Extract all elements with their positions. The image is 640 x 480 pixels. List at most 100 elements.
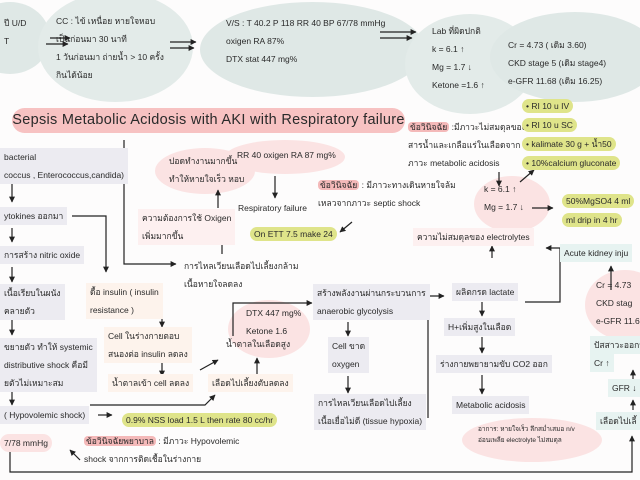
- renal-labs-line: CKD stage 5 (เดิม stage4): [508, 58, 607, 68]
- rx-mgso4-1-node: 50%MgSO4 4 ml: [562, 194, 635, 208]
- nss-order-line: 0.9% NSS load 1.5 L then rate 80 cc/hr: [126, 415, 274, 425]
- cell-insulin-node: Cell ในร่างกายตอบสนองต่อ insulin ลดลง: [104, 327, 192, 363]
- cr-up-line: Cr ↑: [594, 358, 610, 368]
- high-glucose-line: น้ำตาลในเลือดสูง: [226, 339, 291, 349]
- resp-muscle-flow-line: การไหลเวียนเลือดไปเลี้ยงกล้าม: [184, 261, 299, 271]
- urine-node: ปัสสาวะออกน้: [590, 336, 640, 354]
- k-mg-node: k = 6.1 ↑Mg = 1.7 ↓: [480, 180, 528, 216]
- arrow: [232, 300, 313, 336]
- vital-signs-node: V/S : T 40.2 P 118 RR 40 BP 67/78 mmHg ox…: [222, 14, 389, 68]
- rr-oxygen-line: RR 40 oxigen RA 87 mg%: [237, 150, 336, 160]
- nursing-dx-electrolyte-line: ภาวะ metabolic acidosis: [408, 158, 500, 168]
- rx-kalimate-line: • kalimate 30 g + น้ำ50: [526, 139, 612, 149]
- bacterial-node: bacterial coccus , Enterococcus,candida): [0, 148, 129, 184]
- nursing-dx-shock-node: ข้อวินิจฉัยพยาบาล : มีภาวะ Hypovolemic sh…: [80, 432, 243, 468]
- ett-order-node: On ETT 7.5 make 24: [250, 227, 337, 241]
- tissue-hypoxia-line: การไหลเวียนเลือดไปเลี้ยง: [318, 398, 412, 408]
- vital-signs-line: oxigen RA 87%: [226, 36, 285, 46]
- nursing-dx-shock-text: : มีภาวะ Hypovolemic: [155, 436, 240, 446]
- bacterial-line: coccus , Enterococcus,candida): [4, 170, 125, 180]
- rx-mgso4-1-line: 50%MgSO4 4 ml: [566, 196, 631, 206]
- anaerobic-line: anaerobic glycolysis: [317, 306, 394, 316]
- diagnosis-label: ข้อวินิจฉัยพยาบาล: [84, 436, 156, 446]
- history-line: T: [4, 36, 10, 46]
- aki-node: Acute kidney inju: [560, 244, 633, 262]
- nitric-oxide-line: การสร้าง nitric oxide: [4, 250, 81, 260]
- nss-order-node: 0.9% NSS load 1.5 L then rate 80 cc/hr: [122, 413, 278, 427]
- rr-bubble: [225, 140, 345, 174]
- cytokines-node: ytokines ออกมา: [0, 207, 68, 225]
- nursing-dx-resp-text: : มีภาวะทางเดินหายใจล้ม: [359, 180, 456, 190]
- rx-mgso4-2-node: ml drip in 4 hr: [562, 213, 622, 227]
- cell-hypoxia-line: oxygen: [332, 359, 360, 369]
- rr-oxygen-node: RR 40 oxigen RA 87 mg%: [233, 146, 340, 164]
- oxygen-demand-line: ความต้องการใช้ Oxigen: [142, 213, 232, 223]
- bp-line: 7/78 mmHg: [4, 438, 48, 448]
- abnormal-labs-line: Ketone =1.6 ↑: [432, 80, 485, 90]
- arrow: [90, 394, 216, 406]
- cc-bubble: [38, 0, 193, 102]
- lactate-node: ผลิตกรด lactate: [452, 283, 519, 301]
- cytokines-line: ytokines ออกมา: [4, 211, 64, 221]
- lung-work-line: ทำให้หายใจเร็ว หอบ: [169, 174, 245, 184]
- dtx-ketone-line: DTX 447 mg%: [246, 308, 302, 318]
- nitric-oxide-node: การสร้าง nitric oxide: [0, 246, 85, 264]
- dtx-bubble: [228, 300, 310, 358]
- ett-order-line: On ETT 7.5 make 24: [254, 229, 333, 239]
- cr-ckd-line: e-GFR 11.6: [596, 316, 640, 326]
- chief-complaint-line: เป็นก่อนมา 30 นาที: [56, 34, 127, 44]
- nursing-dx-shock-line: shock จากการติดเชื้อในร่างกาย: [84, 454, 202, 464]
- rx-kalimate-node: • kalimate 30 g + น้ำ50: [522, 137, 616, 151]
- renal-flow-line: เลือดไปเลี้: [600, 416, 637, 426]
- cr-ckd-line: Cr = 4.73: [596, 280, 632, 290]
- vs-bubble: [200, 2, 425, 97]
- nursing-dx-electrolyte-line: สารน้ำและเกลือแร่ในเลือดจาก: [408, 140, 521, 150]
- bacterial-line: bacterial: [4, 152, 37, 162]
- aki-line: Acute kidney inju: [564, 248, 629, 258]
- smooth-muscle-line: คลายตัว: [4, 306, 35, 316]
- distributive-shock-line: ขยายตัว ทำให้ systemic: [4, 342, 93, 352]
- rx-calcium-node: • 10%calcium gluconate: [522, 156, 621, 170]
- urine-line: ปัสสาวะออกน้: [594, 340, 640, 350]
- metabolic-acidosis-node: Metabolic acidosis: [452, 396, 530, 414]
- abnormal-labs-line: Lab ที่ผิดปกติ: [432, 26, 481, 36]
- cr-up-node: Cr ↑: [590, 354, 614, 372]
- abnormal-labs-line: Mg = 1.7 ↓: [432, 62, 472, 72]
- acidosis-symptoms-line: อ่อนเพลีย electrolyte ไม่สมดุล: [478, 437, 562, 444]
- gfr-down-node: GFR ↓: [608, 379, 640, 397]
- smooth-muscle-node: เนื้อเรียบในผนังคลายตัว: [0, 284, 65, 320]
- renal-labs-node: Cr = 4.73 ( เดิม 3.60)CKD stage 5 (เดิม …: [504, 36, 610, 90]
- vital-signs-line: V/S : T 40.2 P 118 RR 40 BP 67/78 mmHg: [226, 18, 386, 28]
- metabolic-acidosis-line: Metabolic acidosis: [456, 400, 526, 410]
- arrow: [525, 245, 561, 303]
- dtx-ketone-line: Ketone 1.6: [246, 326, 288, 336]
- resp-muscle-flow-line: เนื้อหายใจลดลง: [184, 279, 243, 289]
- cell-hypoxia-node: Cell ขาด oxygen: [328, 337, 370, 373]
- cell-hypoxia-line: Cell ขาด: [332, 341, 366, 351]
- diagram-title: Sepsis Metabolic Acidosis with AKI with …: [12, 108, 405, 133]
- h-ion-node: H+เพิ่มสูงในเลือด: [444, 318, 516, 336]
- arrow: [72, 215, 109, 273]
- gfr-down-line: GFR ↓: [612, 383, 637, 393]
- chief-complaint-line: 1 วันก่อนมา ถ่ายน้ำ > 10 ครั้ง: [56, 52, 164, 62]
- rx-ri-sc-line: • RI 10 u SC: [526, 120, 573, 130]
- h-ion-line: H+เพิ่มสูงในเลือด: [448, 322, 512, 332]
- rx-mgso4-2-line: ml drip in 4 hr: [566, 215, 618, 225]
- arrow: [199, 359, 219, 371]
- nursing-dx-resp-node: ข้อวินิจฉัย : มีภาวะทางเดินหายใจล้มเหลวจ…: [314, 176, 460, 212]
- tissue-hypoxia-node: การไหลเวียนเลือดไปเลี้ยงเนื้อเยื่อไม่ดี …: [314, 394, 427, 430]
- electrolyte-imbalance-node: ความไม่สมดุลของ electrolytes: [413, 228, 534, 246]
- k-mg-line: k = 6.1 ↑: [484, 184, 517, 194]
- chief-complaint-line: กินได้น้อย: [56, 70, 93, 80]
- nursing-dx-resp-line: เหลวจากภาวะ septic shock: [318, 198, 421, 208]
- rx-ri-iv-line: • RI 10 u IV: [526, 101, 570, 111]
- kmg-bubble: [474, 176, 550, 232]
- arrow: [69, 449, 81, 461]
- electrolyte-imbalance-line: ความไม่สมดุลของ electrolytes: [417, 232, 530, 242]
